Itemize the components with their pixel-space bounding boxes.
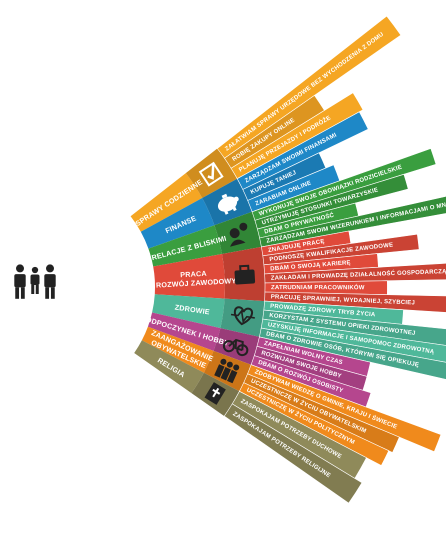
family-icon (14, 264, 56, 299)
heart-pulse-icon (230, 306, 255, 326)
bicycle-icon (222, 338, 249, 357)
briefcase-icon (234, 264, 256, 285)
bible-icon (204, 382, 226, 405)
checkbox-icon (198, 161, 224, 187)
piggy-bank-icon (217, 193, 239, 215)
category-religion: RELIGIA (134, 340, 240, 417)
adult-figure-icon (44, 264, 56, 299)
activity-items: ZAŁATWIAM SPRAWY URZĘDOWE BEZ WYCHODZENI… (216, 15, 446, 504)
child-figure-icon (30, 266, 40, 294)
category-finance: FINANSE (140, 178, 253, 249)
category-health: ZDROWIE (152, 294, 265, 337)
people-chat-icon (229, 222, 248, 247)
activity-item: ZAKŁADAM I PROWADZĘ DZIAŁALNOŚĆ GOSPODAR… (264, 262, 446, 284)
category-relations: RELACJE Z BLISKIMI (148, 211, 262, 267)
adult-figure-icon (14, 264, 26, 299)
activity-item-label: ZATRUDNIAM PRACOWNIKÓW (271, 283, 365, 291)
category-label: PRACA (180, 269, 207, 280)
group-people-icon (214, 358, 240, 384)
